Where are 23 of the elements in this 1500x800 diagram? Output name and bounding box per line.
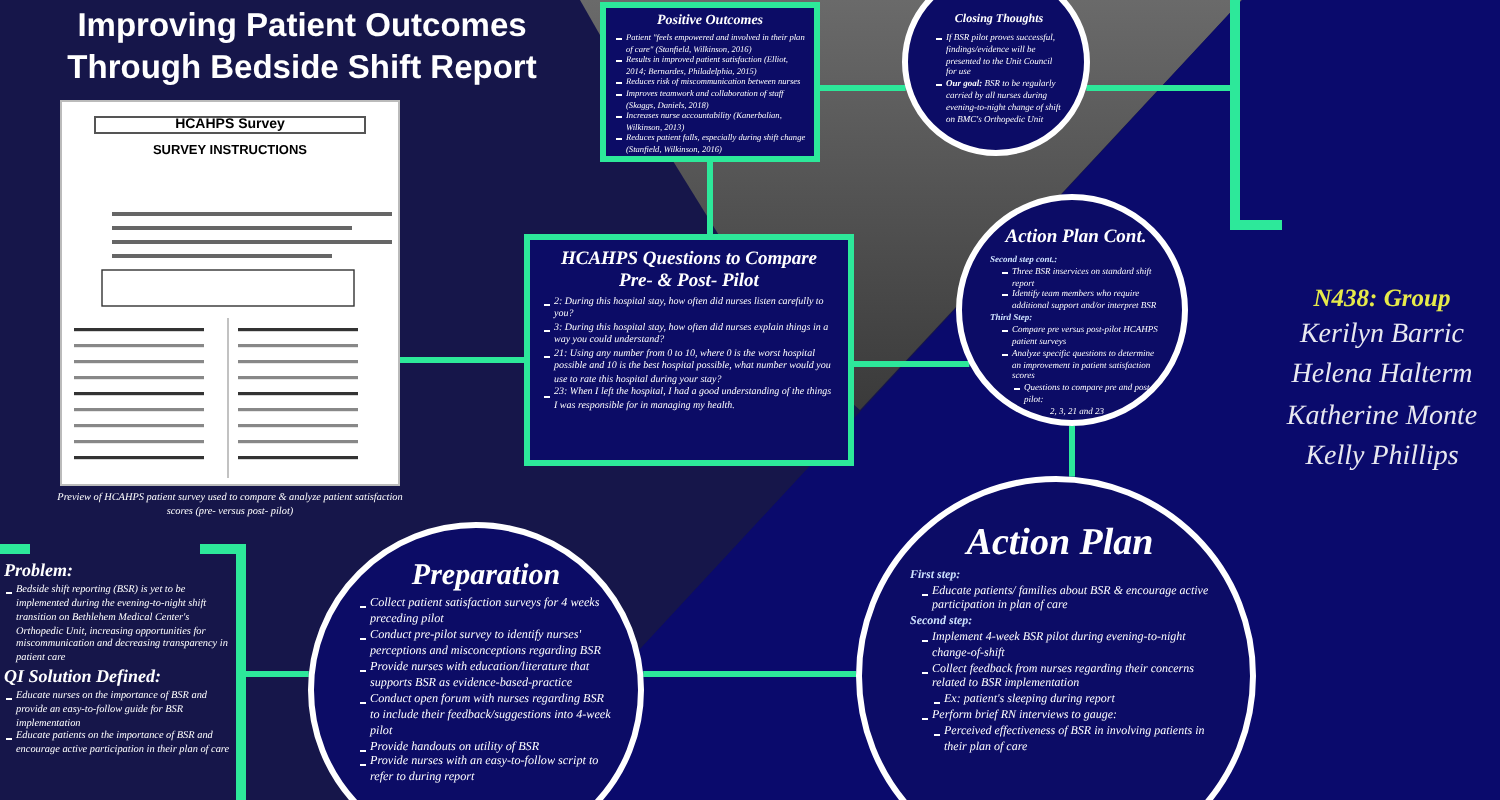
connector-line	[707, 162, 713, 234]
heading: Preparation	[409, 560, 563, 595]
heading: QI Solution Defined:	[4, 665, 164, 687]
group-heading: N438: Group	[1311, 282, 1453, 316]
connector-line	[1069, 426, 1075, 477]
outcomes-card	[600, 2, 820, 162]
heading: Action Plan	[962, 522, 1156, 566]
connector-line	[643, 671, 856, 677]
member-name: Helena Halterm	[1289, 358, 1475, 395]
connector-line	[854, 361, 970, 367]
heading: Problem:	[4, 560, 75, 581]
heading: HCAHPS Questions to Compare Pre- & Post- Pilot	[558, 250, 819, 294]
member-name: Katherine Monte	[1284, 399, 1480, 436]
bracket-frame	[1230, 0, 1282, 230]
questions-card	[524, 234, 854, 466]
connector-line	[246, 671, 309, 677]
member-name: Kerilyn Barric	[1297, 318, 1467, 355]
heading: Action Plan Cont.	[1002, 228, 1149, 250]
connector-line	[820, 85, 906, 91]
title: Improving Patient Outcomes Through Bedside Shift Report	[65, 6, 539, 91]
member-name: Kelly Phillips	[1303, 440, 1461, 477]
connector-line	[1086, 85, 1230, 91]
connector-line	[400, 357, 524, 363]
